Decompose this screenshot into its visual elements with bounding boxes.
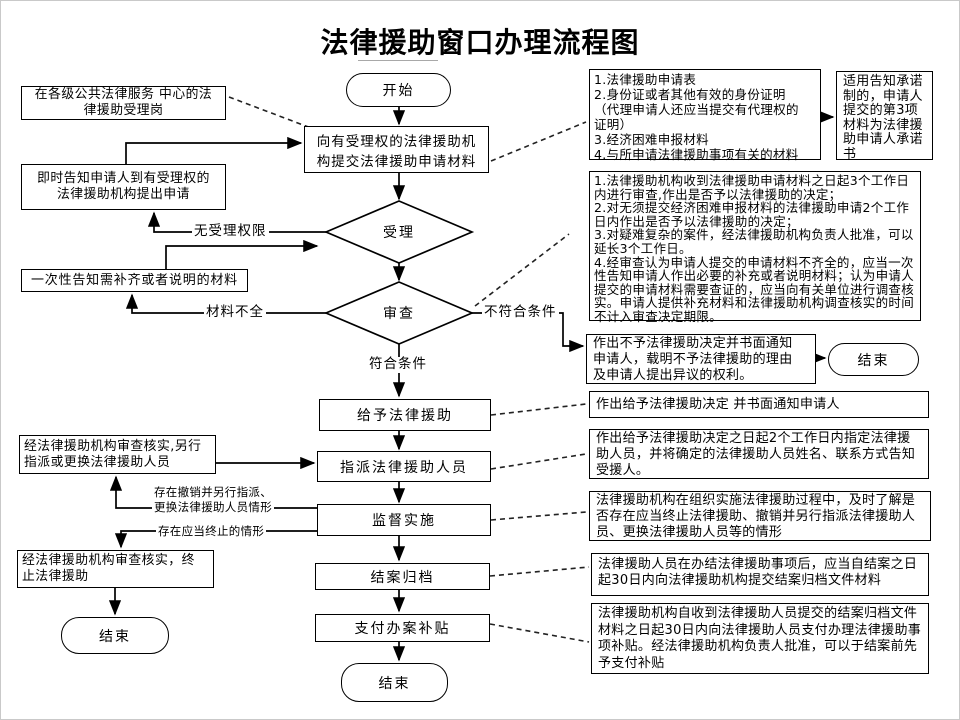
note-pay-deadline: 法律援助机构自收到法律援助人员提交的结案归档文件材料之日起30日内向法律援助人员… bbox=[591, 603, 929, 674]
node-submit-application: 向有受理权的法律援助机 构提交法律援助申请材料 bbox=[304, 126, 489, 173]
diamond-review bbox=[323, 281, 475, 345]
dash-assign-to-note bbox=[490, 453, 587, 470]
node-start: 开始 bbox=[346, 73, 451, 107]
node-inform-apply: 即时告知申请人到有受理权的 法律援助机构提出申请 bbox=[21, 164, 226, 210]
dash-submit-to-materials bbox=[490, 121, 587, 162]
note-commitment: 适用告知承诺制的，申请人提交的第3项材料为法律援助申请人承诺书 bbox=[836, 71, 933, 162]
node-archive: 结案归档 bbox=[315, 563, 490, 590]
arrow-no-authority bbox=[147, 211, 326, 233]
note-deny-decision: 作出不予法律援助决定并书面通知 申请人，载明不予法律援助的理由 及申请人提出异议… bbox=[586, 334, 816, 384]
dash-grant-to-notice bbox=[490, 403, 587, 416]
label-revoke-reassign-case: 存在撤销并另行指派、 更换法律援助人员情形 bbox=[152, 485, 274, 515]
dash-review-to-rules bbox=[474, 233, 570, 307]
title-underline bbox=[358, 60, 438, 61]
node-reassign: 经法律援助机构审查核实,另行 指派或更换法律援助人员 bbox=[19, 435, 216, 474]
note-supervise-detail: 法律援助机构在组织实施法律援助过程中，及时了解是否存在应当终止法律援助、撤销并另… bbox=[589, 491, 931, 541]
node-end-center: 结束 bbox=[341, 663, 448, 702]
node-accept-label: 受理 bbox=[383, 225, 415, 241]
arrow-supplement-back bbox=[165, 239, 319, 269]
note-grant-notice: 作出给予法律援助决定 并书面通知申请人 bbox=[589, 391, 929, 418]
page-title: 法律援助窗口办理流程图 bbox=[320, 26, 640, 59]
note-archive-deadline: 法律援助人员在办结法律援助事项后，应当自结案之日起30日内向法律援助机构提交结案… bbox=[591, 553, 929, 596]
node-end-right: 结束 bbox=[828, 343, 919, 376]
note-materials-list: 1.法律援助申请表 2.身份证或者其他有效的身份证明 （代理申请人还应当提交有代… bbox=[589, 69, 821, 162]
label-qualified: 符合条件 bbox=[367, 356, 429, 373]
dash-pay-to-note bbox=[489, 623, 590, 643]
node-onetime-inform: 一次性告知需补齐或者说明的材料 bbox=[21, 269, 248, 292]
dashed-links bbox=[228, 96, 590, 643]
dash-archive-to-note bbox=[489, 566, 590, 577]
node-end-left: 结束 bbox=[61, 617, 169, 654]
label-incomplete-materials: 材料不全 bbox=[204, 304, 266, 321]
label-not-qualified: 不符合条件 bbox=[482, 304, 559, 321]
node-supervise: 监督实施 bbox=[317, 504, 491, 536]
node-pay-subsidy: 支付办案补贴 bbox=[315, 614, 490, 642]
diamond-accept bbox=[323, 200, 475, 264]
dash-reception-to-submit bbox=[228, 96, 312, 129]
node-assign-personnel: 指派法律援助人员 bbox=[317, 451, 491, 482]
decision-diamonds bbox=[323, 200, 475, 345]
arrow-inform-to-submit bbox=[125, 136, 303, 164]
node-review-label: 审查 bbox=[383, 306, 415, 322]
node-terminate: 经法律援助机构审查核实，终 止法律援助 bbox=[17, 550, 214, 588]
note-review-rules: 1.法律援助机构收到法律援助申请材料之日起3个工作日内进行审查,作出是否予以法律… bbox=[589, 171, 921, 323]
dash-supervise-to-note bbox=[490, 511, 587, 521]
label-should-terminate-case: 存在应当终止的情形 bbox=[156, 524, 267, 540]
node-grant-aid: 给予法律援助 bbox=[319, 399, 491, 431]
node-reception-post: 在各级公共法律服务 中心的法 律援助受理岗 bbox=[21, 86, 226, 120]
note-assign-deadline: 作出给予法律援助决定之日起2个工作日内指定法律援助人员，并将确定的法律援助人员姓… bbox=[589, 429, 929, 479]
label-no-authority: 无受理权限 bbox=[192, 223, 269, 240]
